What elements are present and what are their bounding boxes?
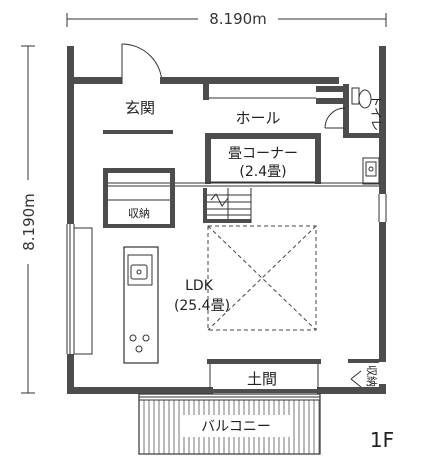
- left-window: [66, 224, 75, 354]
- hall-walls: [203, 84, 379, 138]
- floor-label: 1F: [370, 428, 394, 452]
- toilet-fixture-icon: [351, 87, 372, 109]
- toilet-label: トイレ: [369, 95, 383, 131]
- entrance-label: 玄関: [125, 99, 155, 117]
- right-window: [378, 194, 387, 222]
- dimension-left: 8.190m: [17, 45, 39, 394]
- entrance-step: [103, 130, 173, 134]
- entrance-door-icon: [121, 43, 164, 85]
- toilet-door-icon: [324, 107, 346, 129]
- width-dimension-label: 8.190m: [209, 10, 267, 28]
- ldk-label: LDK: [185, 278, 214, 294]
- storage-walls: [103, 168, 175, 228]
- balcony-deck: [138, 393, 321, 455]
- hall-label: ホール: [235, 109, 280, 127]
- staircase-icon: [203, 188, 252, 223]
- window-bench-icon: [73, 227, 93, 355]
- floor-boundary-line: [103, 182, 379, 187]
- void-above-icon: [207, 225, 317, 331]
- outer-walls: [67, 46, 386, 394]
- height-dimension-label: 8.190m: [20, 193, 38, 251]
- doma-label: 土間: [247, 370, 277, 388]
- storage-right-walls: [348, 359, 379, 388]
- kitchen-counter-icon: [123, 246, 159, 364]
- ldk-size-label: (25.4畳): [174, 298, 230, 314]
- balcony-label: バルコニー: [201, 419, 271, 435]
- tatami-corner-walls: [205, 133, 321, 184]
- tatami-corner-label: 畳コーナー: [228, 146, 298, 162]
- storage-label: 収納: [128, 207, 150, 220]
- storage-right-label: 収納: [365, 365, 378, 387]
- doma-walls: [207, 359, 321, 389]
- tatami-size-label: (2.4畳): [239, 164, 286, 180]
- wash-basin-icon: [362, 157, 380, 185]
- dimension-top: 8.190m: [66, 8, 387, 28]
